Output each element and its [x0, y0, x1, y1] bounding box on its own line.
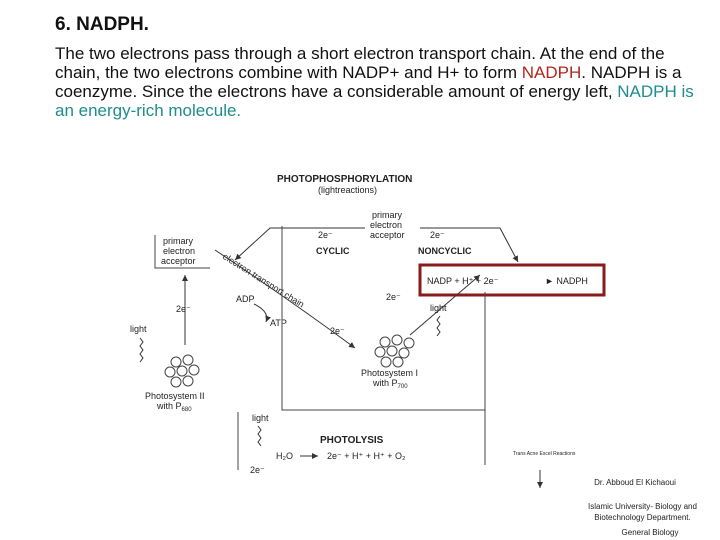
photosystem-2-sublabel: with P680	[156, 401, 192, 413]
adp-label: ADP	[236, 294, 255, 304]
photosystem-1-cluster	[374, 334, 415, 368]
e2-label-left: 2e⁻	[176, 304, 191, 314]
credit-author: Dr. Abboud El Kichaoui	[594, 478, 676, 487]
ps1-up-arrow	[409, 274, 481, 336]
cyclic-label: CYCLIC	[316, 246, 350, 256]
photosystem-1-sublabel: with P700	[372, 378, 408, 390]
left-acceptor-line-1: primary	[163, 236, 194, 246]
ps1-subscript: 700	[398, 384, 409, 390]
paragraph-text-1: The two electrons pass through a short e…	[55, 44, 665, 82]
nadph-equation-left: NADP + H⁺ + 2e⁻	[427, 276, 499, 286]
highlight-energy-rich: NADPH is an energy-rich molecule.	[55, 82, 694, 120]
left-acceptor-line-3: acceptor	[161, 256, 196, 266]
atp-label: ATP	[270, 318, 287, 328]
slide-paragraph: The two electrons pass through a short e…	[55, 44, 705, 120]
photosystem-1-label: Photosystem I	[361, 368, 418, 378]
ps2-subscript: 680	[182, 407, 193, 413]
top-acceptor-line-1: primary	[372, 210, 403, 220]
e2-label-mid-upper: 2e⁻	[386, 292, 401, 302]
slide-title: 6. NADPH.	[55, 14, 149, 35]
nadph-equation-right: ► NADPH	[545, 276, 588, 286]
top-acceptor-line-2: electron	[370, 220, 402, 230]
photolysis-label: PHOTOLYSIS	[320, 435, 384, 446]
e2-label-noncyclic: 2e⁻	[430, 230, 445, 240]
credit-course: General Biology	[621, 528, 679, 537]
ps2-with-p: with P	[156, 401, 182, 411]
photosystem-2-cluster	[164, 354, 200, 388]
e2-label-bottom: 2e⁻	[250, 465, 265, 475]
light-wave-bottom	[257, 425, 262, 447]
h2o-label: H₂O	[276, 451, 293, 461]
left-acceptor-line-2: electron	[163, 246, 195, 256]
nadph-highlight-box	[418, 263, 606, 297]
diagram-small-caption: Trans Acne Excel Reactions	[513, 451, 576, 457]
ps1-with-p: with P	[372, 378, 398, 388]
credit-institution: Islamic University- Biology and Biotechn…	[588, 502, 697, 522]
light-label-right: light	[430, 303, 447, 313]
photosystem-2-label: Photosystem II	[145, 391, 205, 401]
electron-transport-chain-label: electron transport chain	[221, 251, 306, 309]
top-acceptor-line-3: acceptor	[370, 230, 405, 240]
light-wave-left	[139, 337, 144, 363]
noncyclic-arrow	[420, 227, 519, 263]
cyclic-arrow	[234, 227, 365, 261]
adp-atp-arrow	[253, 303, 272, 323]
e2-label-mid-lower: 2e⁻	[330, 326, 345, 336]
light-wave-right	[436, 315, 441, 337]
photolysis-equation: 2e⁻ + H⁺ + H⁺ + O₂	[327, 451, 406, 461]
diagram-heading: PHOTOPHOSPHORYLATION	[277, 174, 412, 185]
left-acceptor-bracket	[154, 235, 210, 269]
light-label-left: light	[130, 324, 147, 334]
diagram-subheading: (lightreactions)	[318, 185, 377, 195]
e2-label-cyclic: 2e⁻	[318, 230, 333, 240]
paragraph-text-2: . NADPH is a coenzyme. Since the electro…	[55, 63, 682, 101]
noncyclic-label: NONCYCLIC	[418, 246, 472, 256]
highlight-nadph: NADPH	[521, 63, 582, 82]
transport-chain-arrow	[214, 249, 356, 349]
light-label-bottom: light	[252, 413, 269, 423]
